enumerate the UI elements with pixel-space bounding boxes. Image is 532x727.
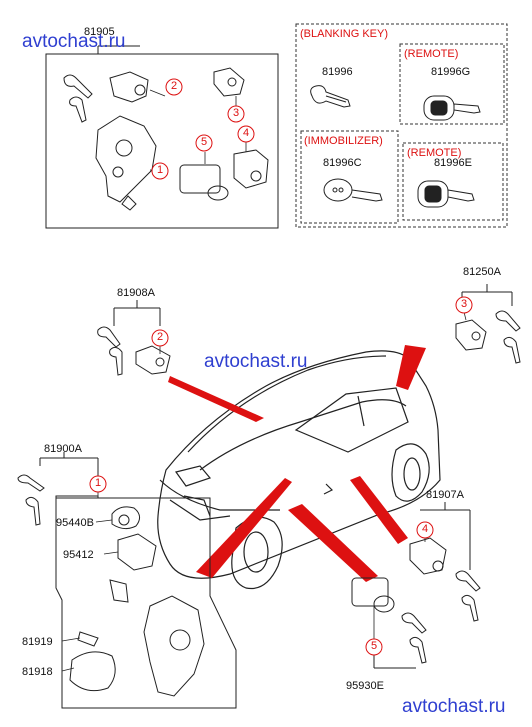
callout-3: 3: [460, 298, 468, 310]
part-81908a[interactable]: 81908A: [117, 287, 155, 299]
part-81996[interactable]: 81996: [322, 66, 353, 78]
group-immobilizer: (IMMOBILIZER): [304, 135, 383, 147]
part-81996c[interactable]: 81996C: [323, 157, 362, 169]
door-lock-group-81907a: [409, 502, 481, 622]
red-pointers: [168, 345, 426, 582]
group-remote-g: (REMOTE): [404, 48, 459, 60]
part-81905[interactable]: 81905: [84, 26, 115, 38]
watermark-center: avtochast.ru: [204, 351, 308, 372]
part-81900a[interactable]: 81900A: [44, 443, 82, 455]
part-81996g[interactable]: 81996G: [431, 66, 471, 78]
group-blanking-key: (BLANKING KEY): [300, 28, 389, 40]
part-95412[interactable]: 95412: [63, 549, 94, 561]
remote-key-drawing-g: [423, 95, 481, 121]
callout-4: 4: [242, 127, 250, 139]
callout-circles: [89, 78, 473, 656]
part-81918[interactable]: 81918: [22, 666, 53, 678]
key-options-box: [295, 23, 508, 228]
part-81996e[interactable]: 81996E: [434, 157, 472, 169]
car-illustration: [157, 350, 441, 590]
part-81919[interactable]: 81919: [22, 636, 53, 648]
group-remote-e: (REMOTE): [407, 147, 462, 159]
callout-5: 5: [200, 136, 208, 148]
watermark-top: avtochast.ru: [22, 31, 126, 52]
callout-1: 1: [94, 477, 102, 489]
part-81250a[interactable]: 81250A: [463, 266, 501, 278]
callout-4: 4: [421, 523, 429, 535]
blank-key-drawing: [310, 85, 351, 108]
callout-1: 1: [156, 164, 164, 176]
part-95440b[interactable]: 95440B: [56, 517, 94, 529]
ignition-group-81900a: [17, 452, 237, 709]
part-81907a[interactable]: 81907A: [426, 489, 464, 501]
immobilizer-key-drawing: [323, 178, 383, 202]
bracket-81908a: [97, 300, 171, 376]
part-95930e[interactable]: 95930E: [346, 680, 384, 692]
callout-3: 3: [232, 107, 240, 119]
watermark-bottom: avtochast.ru: [402, 696, 506, 717]
tailgate-group-95930e: [351, 577, 427, 669]
callout-5: 5: [370, 640, 378, 652]
callout-2: 2: [156, 331, 164, 343]
kit-box-81905: [45, 45, 279, 229]
remote-key-drawing-e: [417, 180, 475, 208]
lock-parts-81905: [63, 67, 269, 211]
callout-2: 2: [170, 80, 178, 92]
